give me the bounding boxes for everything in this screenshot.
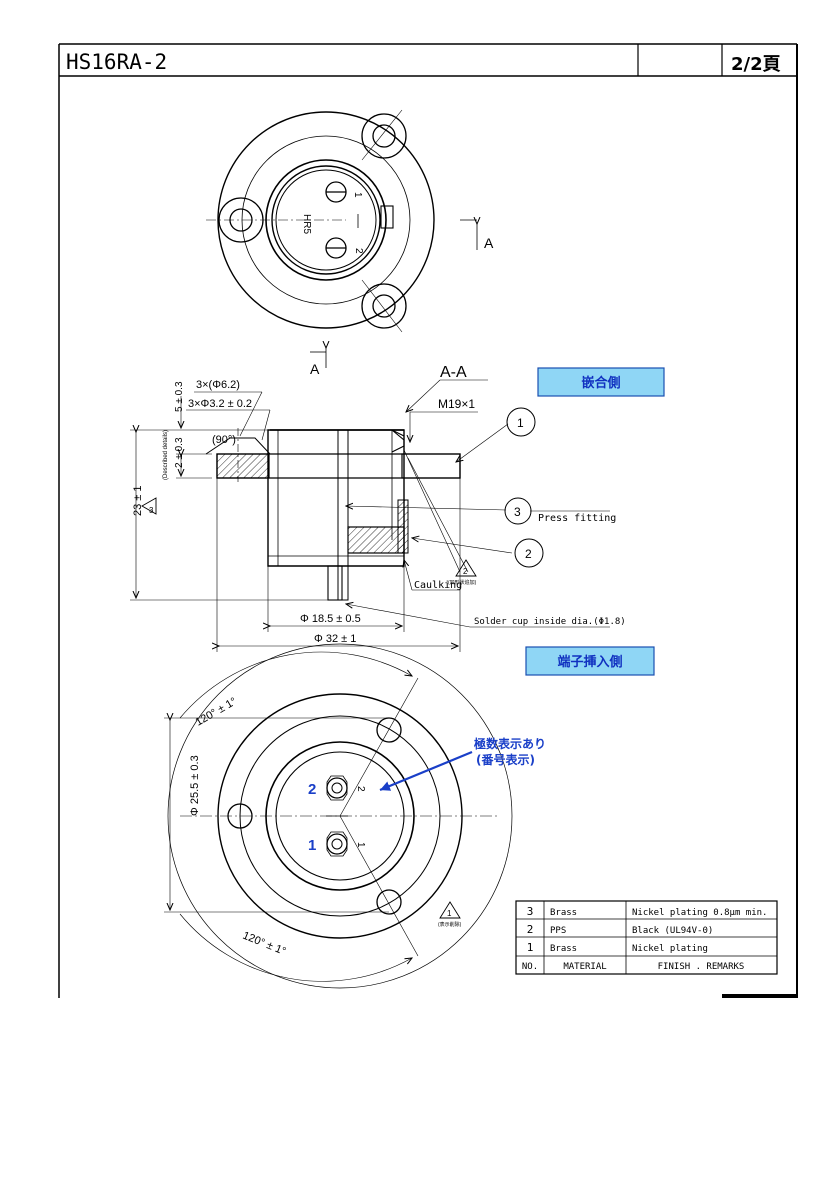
revision-mark-1: 1 [447, 909, 452, 918]
inner-diameter-dim: Φ 18.5 ± 0.5 [300, 613, 361, 625]
table-row-1-no: 1 [527, 941, 534, 954]
table-row-1-finish: Nickel plating [632, 944, 708, 954]
contact-label-2: 2 [353, 248, 364, 254]
solder-cup-note: Solder cup inside dia.(Φ1.8) [474, 617, 626, 627]
thread-spec: M19×1 [438, 397, 475, 411]
callout-3: 3 [514, 505, 521, 519]
title-block: HS16RA-2 2/2頁 [58, 43, 798, 998]
pin-mark-1: 1 [355, 842, 366, 848]
section-view [130, 379, 610, 652]
pin-label-2: 2 [308, 781, 316, 798]
pin-mark-2: 2 [355, 786, 366, 792]
top-dim: 5 ± 0.3 [174, 381, 185, 412]
rear-view [164, 643, 513, 989]
pcd-dim: Φ 25.5 ± 0.3 [189, 755, 201, 816]
contact-label-1: 1 [352, 192, 363, 198]
section-arrow-label-bottom: A [310, 361, 320, 377]
table-row-1-material: Brass [550, 944, 577, 954]
callout-2: 2 [525, 547, 532, 561]
angle-top-dim: 120° ± 1° [194, 695, 239, 728]
revision-1-note: (表示削除) [438, 921, 462, 928]
table-row-2-material: PPS [550, 926, 566, 936]
page-number: 2/2頁 [731, 54, 781, 75]
table-row-2-no: 2 [527, 923, 534, 936]
height-dim: 23 ± 1 [132, 485, 144, 516]
flange-dim: 2 ± 0.3 [174, 437, 185, 468]
table-row-3-finish: Nickel plating 0.8μm min. [632, 908, 767, 918]
part-number: HS16RA-2 [66, 50, 167, 74]
hole-dim: 3×Φ3.2 ± 0.2 [188, 398, 252, 410]
material-table-text: 3 Brass Nickel plating 0.8μm min. 2 PPS … [522, 905, 768, 972]
callout-1: 1 [517, 416, 524, 430]
table-row-3-no: 3 [527, 905, 534, 918]
terminal-side-label: 端子挿入側 [557, 654, 622, 670]
section-arrow-label-right: A [484, 235, 494, 251]
pin-label-1: 1 [308, 837, 316, 854]
hole-count-dim: 3×(Φ6.2) [196, 379, 240, 391]
mating-side-label: 嵌合側 [581, 375, 620, 391]
outer-diameter-dim: Φ 32 ± 1 [314, 633, 356, 645]
angle-dim: (90°) [212, 434, 236, 446]
table-header-finish: FINISH . REMARKS [658, 962, 745, 972]
caulking-note: Caulking [414, 580, 462, 591]
polarity-note: 極数表示あり (番号表示) [379, 736, 546, 792]
section-title: A-A [440, 364, 467, 381]
table-header-material: MATERIAL [563, 962, 606, 972]
angle-bottom-dim: 120° ± 1° [241, 930, 288, 958]
described-note: (Described details) [163, 430, 169, 480]
material-table [515, 900, 778, 975]
terminal-side-label-box: 端子挿入側 [525, 646, 655, 676]
table-header-no: NO. [522, 962, 538, 972]
polarity-note-line2: (番号表示) [476, 752, 535, 767]
revision-2-note: (凹形状追加) [448, 579, 477, 586]
body-mark: HR5 [301, 214, 312, 234]
polarity-note-line1: 極数表示あり [474, 736, 546, 751]
revision-mark-3: 3 [149, 506, 154, 515]
press-fitting-note: Press fitting [538, 513, 616, 524]
table-row-2-finish: Black (UL94V-0) [632, 926, 713, 936]
front-view [206, 109, 477, 368]
revision-mark-2: 2 [463, 567, 468, 576]
mating-side-label-box: 嵌合側 [537, 367, 665, 397]
table-row-3-material: Brass [550, 908, 577, 918]
